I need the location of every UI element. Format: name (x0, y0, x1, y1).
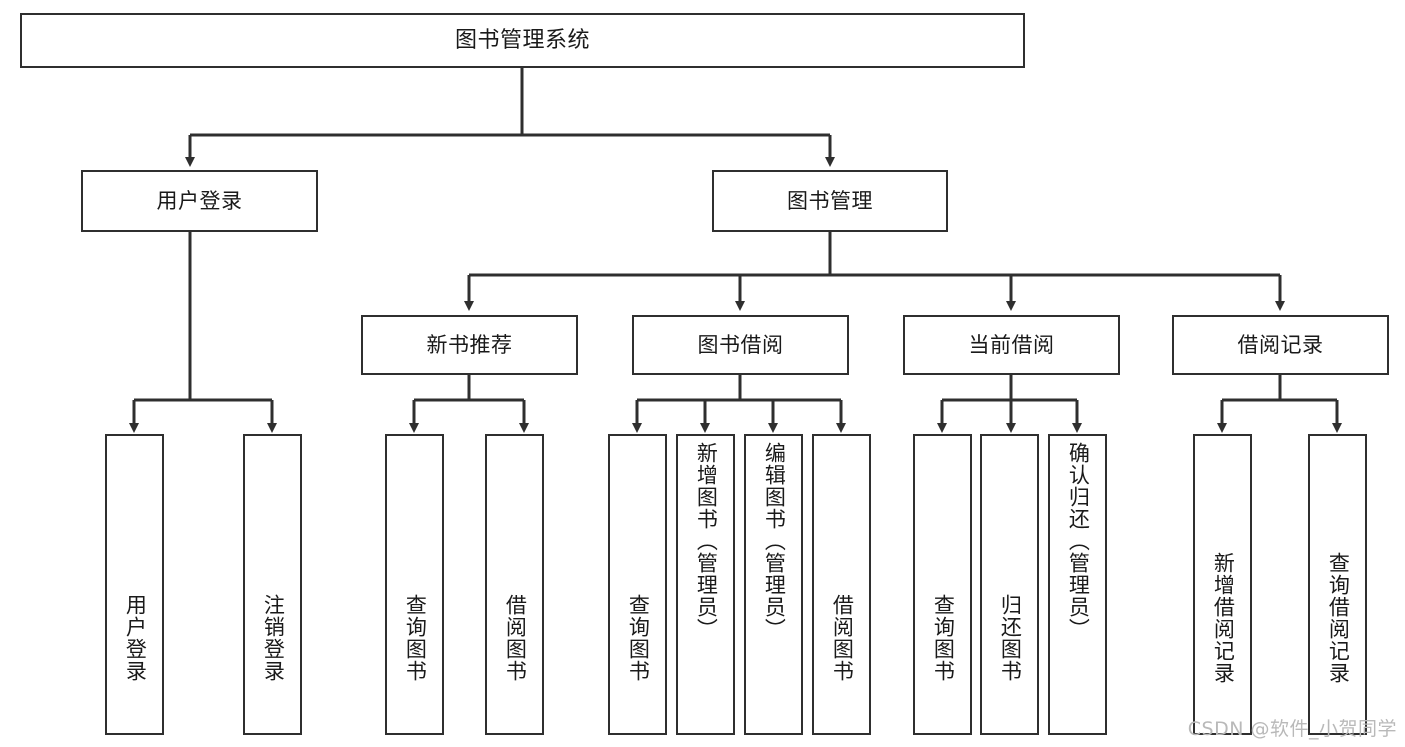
node-leaf-confirm-return-label: 确认归还（管理员） (1066, 442, 1091, 640)
node-leaf-add-book[interactable]: 新增图书（管理员） (676, 434, 735, 735)
node-book-manage-label: 图书管理 (787, 188, 873, 213)
node-root-label: 图书管理系统 (454, 27, 590, 53)
node-leaf-user-login-label: 用户登录 (123, 594, 148, 682)
node-leaf-query-book-3-label: 查询图书 (931, 594, 956, 682)
node-leaf-return-book[interactable]: 归还图书 (980, 434, 1039, 735)
node-leaf-add-record-label: 新增借阅记录 (1211, 552, 1236, 684)
node-leaf-query-book-1[interactable]: 查询图书 (385, 434, 444, 735)
node-new-book-recommend-label: 新书推荐 (426, 332, 513, 357)
node-user-login[interactable]: 用户登录 (81, 170, 318, 232)
node-new-book-recommend[interactable]: 新书推荐 (361, 315, 578, 375)
node-leaf-add-record[interactable]: 新增借阅记录 (1193, 434, 1252, 735)
node-leaf-return-book-label: 归还图书 (998, 594, 1023, 682)
node-leaf-edit-book-label: 编辑图书（管理员） (762, 442, 787, 640)
node-leaf-user-login[interactable]: 用户登录 (105, 434, 164, 735)
node-leaf-edit-book[interactable]: 编辑图书（管理员） (744, 434, 803, 735)
node-root[interactable]: 图书管理系统 (20, 13, 1025, 68)
watermark-text: CSDN @软件_小贺同学 (1187, 718, 1397, 740)
node-leaf-logout-label: 注销登录 (261, 594, 286, 682)
node-leaf-query-book-1-label: 查询图书 (403, 594, 428, 682)
node-book-manage[interactable]: 图书管理 (712, 170, 948, 232)
node-leaf-query-book-2-label: 查询图书 (626, 594, 651, 682)
node-current-borrow-label: 当前借阅 (968, 332, 1055, 357)
node-borrow-record-label: 借阅记录 (1237, 332, 1324, 357)
node-leaf-query-record[interactable]: 查询借阅记录 (1308, 434, 1367, 735)
node-leaf-logout[interactable]: 注销登录 (243, 434, 302, 735)
node-leaf-borrow-book-1[interactable]: 借阅图书 (485, 434, 544, 735)
node-leaf-query-record-label: 查询借阅记录 (1326, 552, 1351, 684)
node-user-login-label: 用户登录 (156, 188, 243, 213)
node-current-borrow[interactable]: 当前借阅 (903, 315, 1120, 375)
node-leaf-query-book-3[interactable]: 查询图书 (913, 434, 972, 735)
node-leaf-add-book-label: 新增图书（管理员） (694, 442, 719, 640)
node-borrow-record[interactable]: 借阅记录 (1172, 315, 1389, 375)
node-leaf-confirm-return[interactable]: 确认归还（管理员） (1048, 434, 1107, 735)
node-leaf-borrow-book-2[interactable]: 借阅图书 (812, 434, 871, 735)
node-leaf-borrow-book-2-label: 借阅图书 (830, 594, 855, 682)
node-book-borrow-label: 图书借阅 (697, 332, 784, 357)
node-leaf-query-book-2[interactable]: 查询图书 (608, 434, 667, 735)
node-leaf-borrow-book-1-label: 借阅图书 (503, 594, 528, 682)
node-book-borrow[interactable]: 图书借阅 (632, 315, 849, 375)
